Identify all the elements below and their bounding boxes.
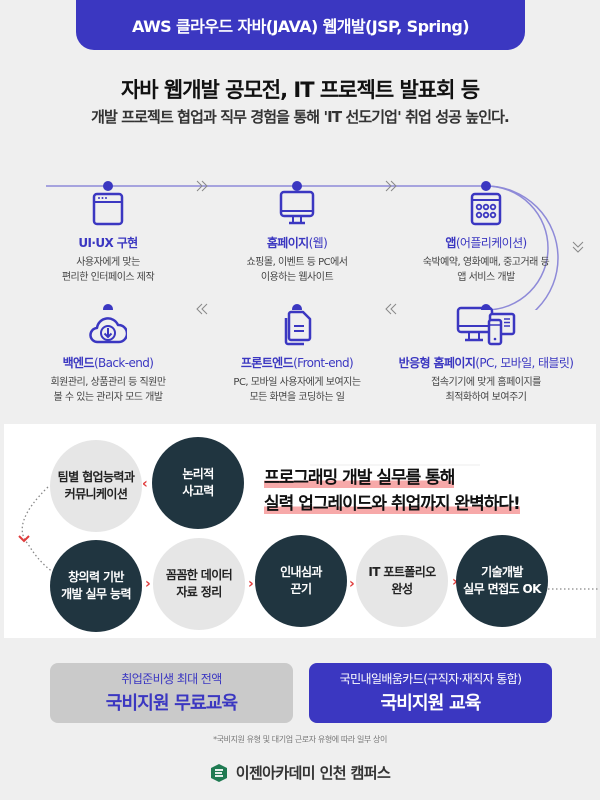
- free-training-button[interactable]: 취업준비생 최대 전액 국비지원 무료교육: [50, 663, 293, 723]
- subheadline: 개발 프로젝트 협업과 직무 경험을 통해 'IT 선도기업' 취업 성공 높인…: [91, 108, 510, 126]
- card-title: 홈페이지: [266, 236, 309, 250]
- bubble-line: 끈기: [290, 582, 312, 596]
- chevron-right-icon: ›: [452, 574, 458, 590]
- course-title-banner: AWS 클라우드 자바(JAVA) 웹개발(JSP, Spring): [76, 0, 525, 50]
- card-desc-line: 이용하는 웹사이트: [260, 272, 334, 283]
- app-grid-icon: [391, 186, 581, 226]
- cta-caption: 국민내일배움카드(구직자·재직자 통합): [339, 672, 522, 686]
- card-title-suffix: (웹): [308, 236, 328, 250]
- chevron-left-icon: ‹: [142, 476, 148, 492]
- card-title-suffix: (Back-end): [93, 356, 154, 370]
- bubble-line: 꼼꼼한 데이터: [165, 568, 233, 582]
- bubble-line: 개발 실무 능력: [61, 587, 131, 601]
- chevron-right-icon: ›: [248, 576, 254, 592]
- card-title-suffix: (어플리케이션): [455, 236, 527, 250]
- bubble-line: 커뮤니케이션: [64, 487, 128, 501]
- card-title: 앱: [445, 236, 456, 250]
- card-desc-line: 최적화하여 보여주기: [445, 392, 527, 403]
- slogan-line: 실력 업그레이드와 취업까지 완벽하다!: [264, 494, 521, 514]
- card-desc-line: 사용자에게 맞는: [76, 257, 140, 268]
- logo-text: 이젠아카데미 인천 캠퍼스: [235, 764, 391, 782]
- card-title-suffix: (PC, 모바일, 태블릿): [475, 356, 574, 370]
- cloud-download-icon: [13, 306, 203, 346]
- skills-dotted-path: [18, 464, 600, 590]
- card-desc-line: 편리한 인터페이스 제작: [61, 272, 155, 283]
- card-title: 백엔드: [62, 356, 95, 370]
- card-desc-line: 모든 화면을 코딩하는 일: [249, 392, 345, 403]
- chevron-right-icon: ›: [145, 576, 151, 592]
- cta-caption: 취업준비생 최대 전액: [121, 672, 222, 686]
- skills-slogan: 프로그래밍 개발 실무를 통해 실력 업그레이드와 취업까지 완벽하다!: [264, 465, 521, 517]
- card-desc-line: 숙박예약, 영화예매, 중고거래 등: [422, 257, 550, 268]
- footnote: *국비지원 유형 및 대기업 근로자 유형에 따라 일부 상이: [213, 735, 387, 744]
- bubble-line: 자료 정리: [176, 585, 222, 599]
- national-card-training-button[interactable]: 국민내일배움카드(구직자·재직자 통합) 국비지원 교육: [309, 663, 552, 723]
- cta-label: 국비지원 무료교육: [105, 693, 238, 714]
- browser-window-icon: [13, 186, 203, 226]
- card-title-suffix: (Front-end): [293, 356, 354, 370]
- bubble-line: 논리적: [182, 467, 214, 481]
- bubble-line: 인내심과: [280, 565, 322, 579]
- flow-back-arrows: [196, 303, 397, 315]
- card-desc-line: 앱 서비스 개발: [457, 272, 515, 283]
- academy-logo: 이젠아카데미 인천 캠퍼스: [0, 762, 600, 783]
- bubble-line: 팀별 협업능력과: [57, 470, 135, 484]
- ezen-logo-icon: [210, 763, 227, 782]
- bubble-line: IT 포트폴리오: [368, 565, 436, 579]
- card-title: 프론트엔드: [240, 356, 294, 370]
- card-title: 반응형 홈페이지: [398, 356, 476, 370]
- card-title: UI·UX 구현: [78, 236, 138, 250]
- bubble-line: 창의력 기반: [68, 570, 124, 584]
- bubble-line: 실무 면접도 OK: [463, 582, 541, 596]
- documents-icon: [202, 306, 392, 346]
- card-desc-line: 볼 수 있는 관리자 모드 개발: [53, 392, 163, 403]
- cta-label: 국비지원 교육: [380, 693, 481, 714]
- chevron-right-icon: ›: [349, 576, 355, 592]
- card-desc-line: 접속기기에 맞게 홈페이지를: [431, 377, 541, 388]
- card-desc-line: 쇼핑몰, 이벤트 등 PC에서: [246, 257, 348, 268]
- bubble-line: 완성: [391, 582, 413, 596]
- slogan-line: 프로그래밍 개발 실무를 통해: [264, 468, 455, 488]
- bubble-line: 기술개발: [481, 565, 523, 579]
- bubble-line: 사고력: [182, 484, 214, 498]
- card-desc-line: 회원관리, 상품관리 등 직원만: [50, 377, 166, 388]
- responsive-devices-icon: [381, 306, 591, 346]
- card-desc-line: PC, 모바일 사용자에게 보여지는: [233, 377, 361, 388]
- monitor-icon: [202, 186, 392, 226]
- headline: 자바 웹개발 공모전, IT 프로젝트 발표회 등: [120, 78, 480, 102]
